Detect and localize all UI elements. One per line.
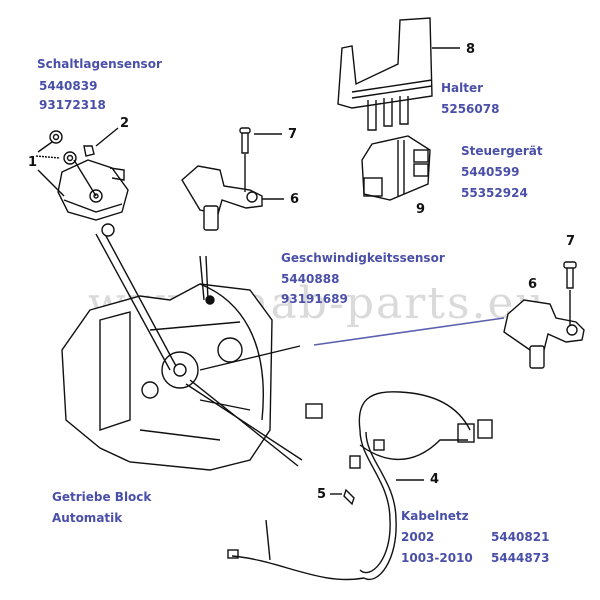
speed-sensor-part-2: 93191689	[281, 292, 348, 306]
control-unit-title: Steuergerät	[461, 144, 543, 158]
transmission-drawing	[61, 233, 303, 471]
harness-part-1: 5440821	[491, 530, 550, 544]
harness-year-2: 1003-2010	[401, 551, 473, 565]
speed-sensor-right-drawing	[503, 261, 585, 369]
transmission-subtitle: Automatik	[52, 511, 123, 525]
control-unit-part-1: 5440599	[461, 165, 520, 179]
speed-sensor-title: Geschwindigkeitssensor	[281, 251, 445, 265]
control-unit-part-2: 55352924	[461, 186, 528, 200]
callout-5: 5	[317, 487, 327, 502]
leader-line	[313, 317, 505, 346]
callout-7-top: 7	[288, 127, 298, 142]
harness-part-2: 5444873	[491, 551, 550, 565]
callout-9: 9	[416, 202, 426, 217]
harness-title: Kabelnetz	[401, 509, 469, 523]
callout-7-right: 7	[566, 234, 576, 249]
shift-position-sensor-drawing	[35, 127, 129, 237]
callout-1: 1	[28, 155, 38, 170]
callout-8: 8	[466, 42, 476, 57]
control-unit-drawing	[361, 135, 431, 201]
shift-sensor-part-1: 5440839	[39, 79, 98, 93]
shift-sensor-title: Schaltlagensensor	[37, 57, 162, 71]
transmission-title: Getriebe Block	[52, 490, 152, 504]
callout-2: 2	[120, 116, 130, 131]
callout-4: 4	[430, 472, 440, 487]
speed-sensor-top-drawing	[181, 127, 284, 231]
callout-6-top: 6	[290, 192, 300, 207]
wiring-harness-drawing	[227, 391, 493, 581]
harness-year-1: 2002	[401, 530, 435, 544]
callout-6-right: 6	[528, 277, 538, 292]
holder-drawing	[337, 17, 460, 131]
holder-part: 5256078	[441, 102, 500, 116]
holder-title: Halter	[441, 81, 484, 95]
shift-sensor-part-2: 93172318	[39, 98, 106, 112]
speed-sensor-part-1: 5440888	[281, 272, 340, 286]
